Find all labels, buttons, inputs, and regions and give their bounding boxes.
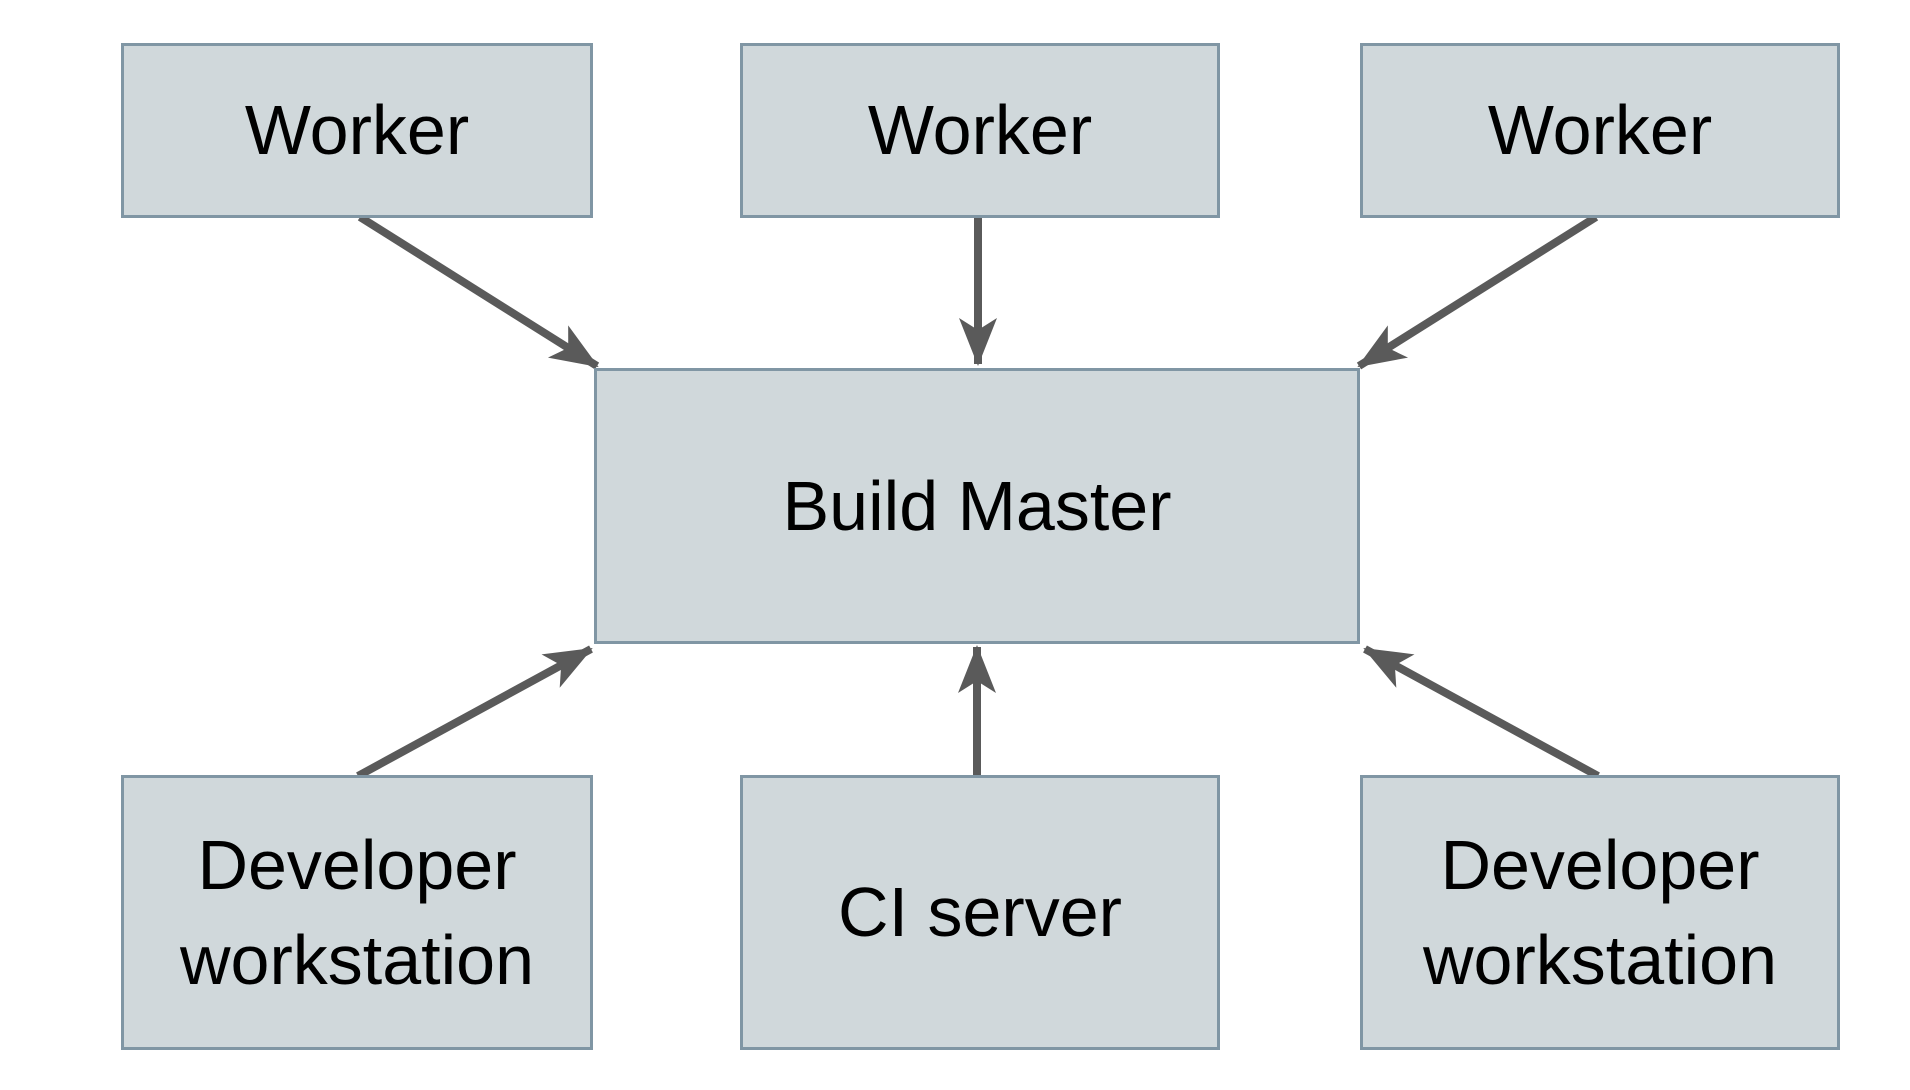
node-worker-top-right: Worker — [1360, 43, 1840, 218]
node-label: Worker — [244, 91, 470, 170]
node-label: Developer workstation — [1422, 826, 1778, 999]
node-developer-workstation-right: Developer workstation — [1360, 775, 1840, 1050]
node-label: Developer workstation — [179, 826, 535, 999]
arrow-worker-top-right-to-build-master — [1356, 213, 1599, 370]
node-label: Build Master — [782, 466, 1172, 545]
arrow-worker-top-left-to-build-master — [357, 213, 600, 370]
arrow-dev-workstation-right-to-build-master — [1363, 645, 1600, 780]
node-label: CI server — [838, 873, 1122, 952]
node-worker-top-center: Worker — [740, 43, 1220, 218]
node-label: Worker — [867, 91, 1093, 170]
node-developer-workstation-left: Developer workstation — [121, 775, 593, 1050]
node-worker-top-left: Worker — [121, 43, 593, 218]
node-ci-server: CI server — [740, 775, 1220, 1050]
node-label: Worker — [1487, 91, 1713, 170]
arrow-dev-workstation-left-to-build-master — [356, 645, 593, 780]
node-build-master: Build Master — [594, 368, 1360, 644]
